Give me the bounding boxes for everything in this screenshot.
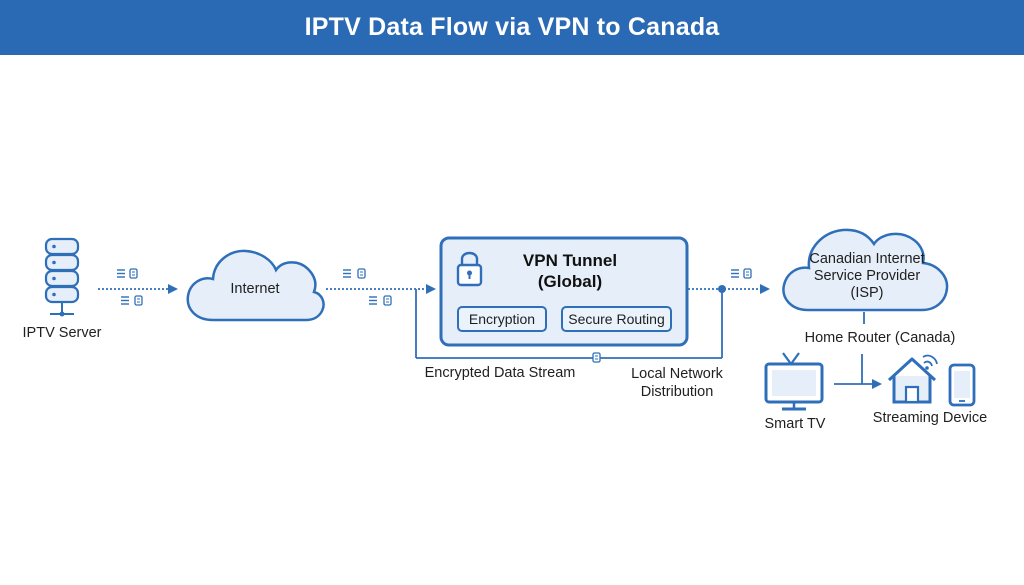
router-to-devices-arrow bbox=[834, 354, 882, 389]
streaming-device-label: Streaming Device bbox=[872, 410, 988, 426]
house-icon bbox=[887, 357, 937, 404]
isp-cloud-icon bbox=[782, 228, 949, 312]
home-router-label: Home Router (Canada) bbox=[804, 330, 956, 346]
local-network-text: Local Network Distribution bbox=[631, 366, 723, 400]
internet-cloud-icon bbox=[186, 249, 325, 322]
server-icon bbox=[44, 237, 80, 317]
isp-label: Canadian Internet Service Provider (ISP) bbox=[796, 251, 938, 302]
iptv-server-label: IPTV Server bbox=[22, 325, 102, 341]
server-to-internet-arrow bbox=[98, 268, 178, 306]
encryption-pill: Encryption bbox=[457, 306, 547, 332]
wifi-icon bbox=[922, 354, 938, 370]
secure-routing-label: Secure Routing bbox=[568, 311, 665, 327]
vpn-to-isp-arrow bbox=[688, 268, 770, 294]
encrypted-stream-label: Encrypted Data Stream bbox=[424, 365, 576, 381]
internet-to-vpn-arrow bbox=[326, 268, 436, 358]
isp-text: Canadian Internet Service Provider (ISP) bbox=[809, 251, 925, 301]
encrypted-stream-line bbox=[416, 289, 723, 363]
smart-tv-label: Smart TV bbox=[764, 416, 826, 432]
local-network-label: Local Network Distribution bbox=[616, 365, 738, 401]
secure-routing-pill: Secure Routing bbox=[561, 306, 672, 332]
encryption-label: Encryption bbox=[468, 311, 536, 327]
vpn-tunnel-label: VPN Tunnel (Global) bbox=[495, 250, 645, 292]
title-bar: IPTV Data Flow via VPN to Canada bbox=[0, 0, 1024, 55]
lock-icon bbox=[456, 251, 483, 287]
tv-icon bbox=[764, 352, 824, 411]
phone-icon bbox=[948, 363, 976, 407]
vpn-tunnel-text: VPN Tunnel (Global) bbox=[522, 251, 618, 291]
internet-label: Internet bbox=[230, 281, 280, 297]
page-title: IPTV Data Flow via VPN to Canada bbox=[304, 13, 720, 41]
